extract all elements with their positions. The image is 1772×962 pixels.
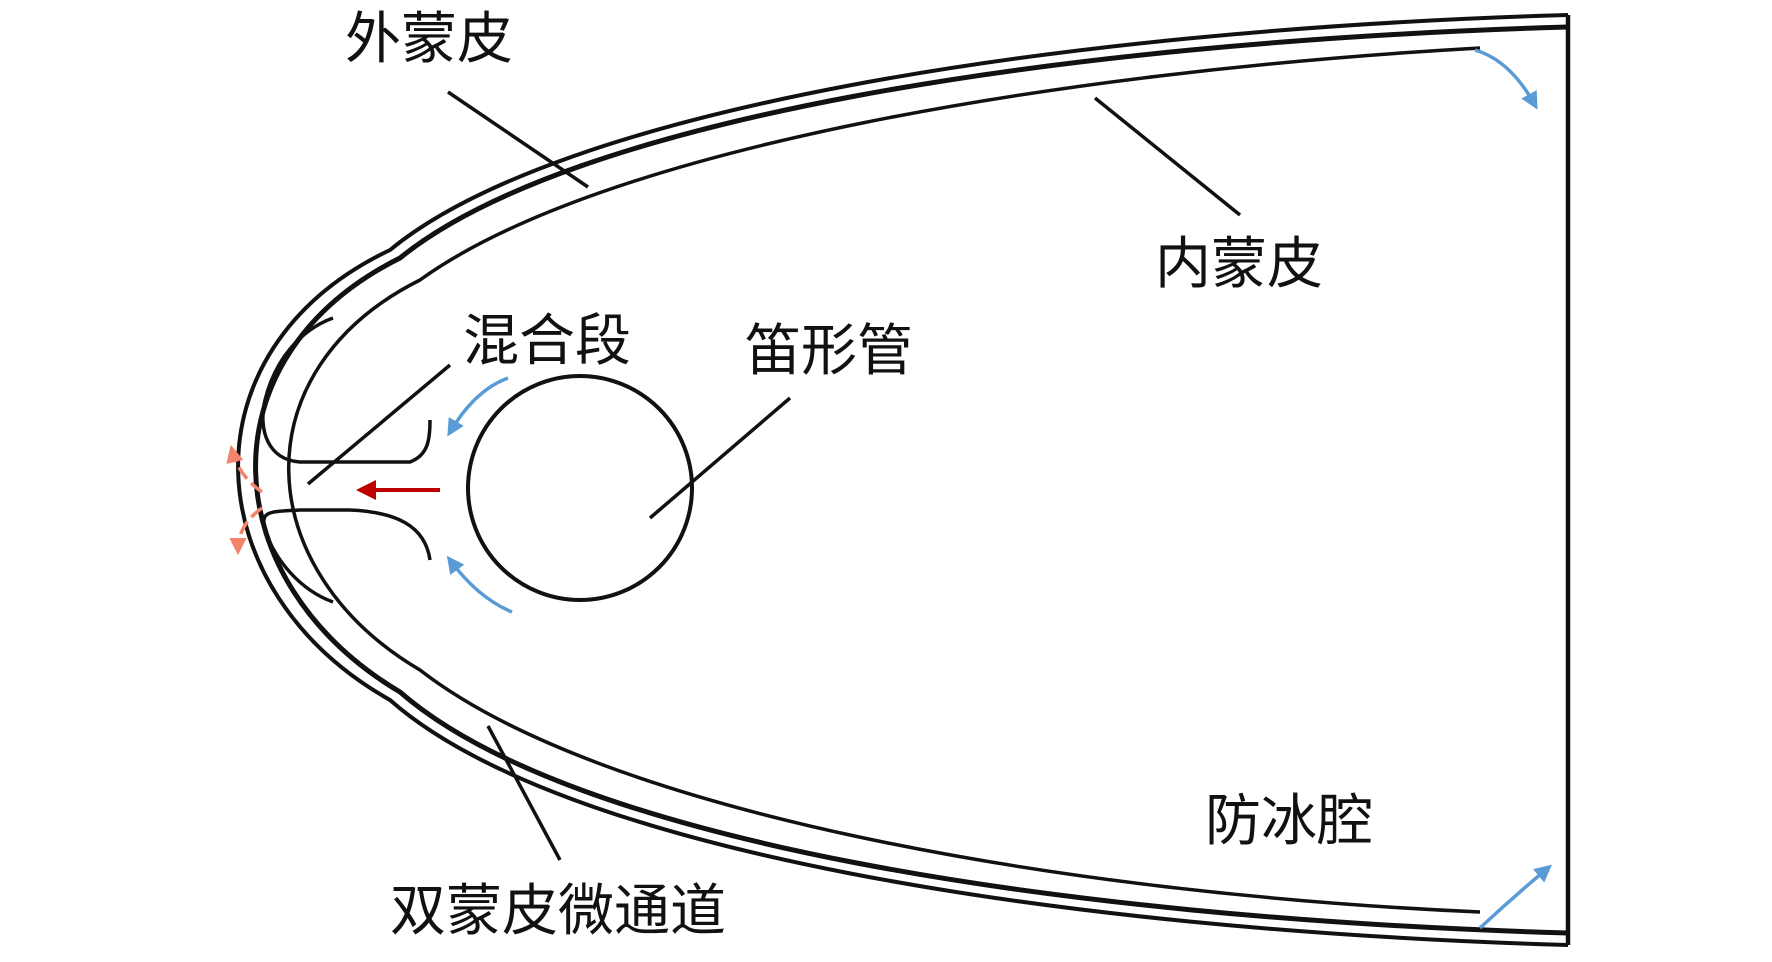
mixed-flow-arrow-down — [229, 506, 264, 556]
leader-piccolo-tube — [648, 396, 792, 520]
piccolo-tube — [466, 374, 694, 602]
leader-lines — [306, 90, 1242, 861]
label-piccolo-tube: 笛形管 — [745, 319, 913, 384]
inner-skin — [287, 46, 1481, 914]
leader-microchannel — [486, 725, 562, 861]
label-mixing-section: 混合段 — [463, 309, 631, 374]
label-double-skin-microchannel: 双蒙皮微通道 — [390, 879, 726, 944]
leader-outer-skin — [447, 90, 589, 189]
cool-flow-arrow-upper-left — [447, 376, 509, 437]
leader-inner-skin — [1093, 96, 1242, 217]
cool-flow-arrow-bottom-right — [1478, 864, 1553, 930]
label-outer-skin: 外蒙皮 — [345, 7, 513, 72]
label-anti-icing-cavity: 防冰腔 — [1205, 789, 1373, 854]
outer-skin — [236, 13, 1569, 947]
mixing-section-walls — [261, 316, 432, 604]
cool-flow-arrow-top-right — [1474, 48, 1538, 110]
flow-arrows — [226, 48, 1553, 930]
cool-flow-arrow-lower-left — [446, 555, 513, 614]
label-inner-skin: 内蒙皮 — [1155, 232, 1323, 297]
mixed-flow-arrow-up — [226, 444, 264, 494]
leader-mixing-section — [306, 363, 452, 486]
